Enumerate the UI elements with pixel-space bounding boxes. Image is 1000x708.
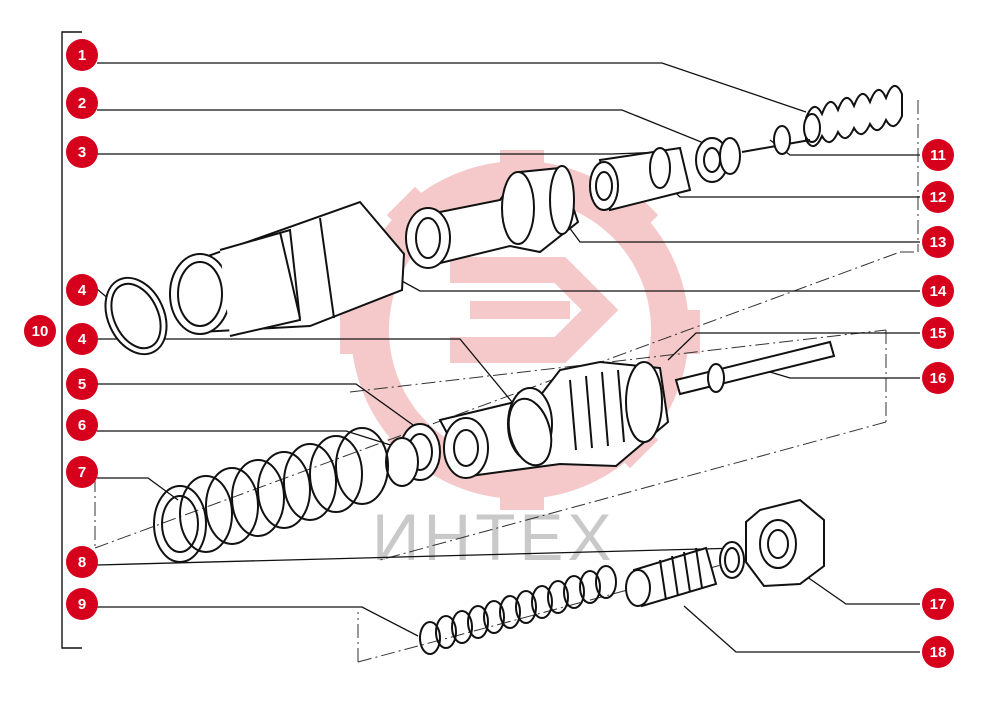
- svg-text:2: 2: [78, 95, 86, 112]
- svg-text:5: 5: [78, 376, 86, 393]
- svg-text:11: 11: [930, 147, 946, 164]
- callout-9: 9: [66, 588, 98, 620]
- watermark-text: ИНТЕХ: [372, 500, 615, 574]
- svg-text:18: 18: [930, 644, 947, 661]
- callout-4-lower: 4: [66, 323, 98, 355]
- svg-text:13: 13: [930, 234, 947, 251]
- callout-3: 3: [66, 136, 98, 168]
- svg-text:12: 12: [930, 189, 947, 206]
- callout-8: 8: [66, 546, 98, 578]
- part-o-ring-upper: [104, 276, 168, 356]
- callout-13: 13: [922, 226, 954, 258]
- svg-text:4: 4: [78, 331, 87, 348]
- part-small-spring: [803, 85, 903, 147]
- svg-text:4: 4: [78, 282, 87, 299]
- svg-text:16: 16: [930, 370, 947, 387]
- part-large-spring: [153, 427, 389, 563]
- svg-text:3: 3: [78, 144, 86, 161]
- callout-12: 12: [922, 181, 954, 213]
- callout-10: 10: [24, 315, 56, 347]
- part-washer-ring: [385, 423, 441, 487]
- callout-2: 2: [66, 87, 98, 119]
- svg-text:9: 9: [78, 596, 86, 613]
- svg-text:10: 10: [32, 323, 49, 340]
- svg-text:17: 17: [930, 596, 947, 613]
- part-piston: [589, 146, 692, 212]
- part-long-spring: [419, 565, 617, 655]
- svg-text:8: 8: [78, 554, 86, 571]
- parts-artwork: [104, 85, 903, 655]
- svg-text:7: 7: [78, 464, 86, 481]
- callout-markers: 1 2 3 4 4 5 6 7 8 9 10 11 12 13 14 15 16…: [24, 39, 954, 668]
- callout-6: 6: [66, 409, 98, 441]
- callout-7: 7: [66, 456, 98, 488]
- callout-4-upper: 4: [66, 274, 98, 306]
- callout-1: 1: [66, 39, 98, 71]
- part-o-ring-small: [719, 541, 745, 579]
- svg-text:6: 6: [78, 417, 86, 434]
- part-o-ring-lower: [507, 397, 553, 467]
- part-hex-nut: [745, 498, 825, 588]
- callout-17: 17: [922, 588, 954, 620]
- callout-16: 16: [922, 362, 954, 394]
- callout-18: 18: [922, 636, 954, 668]
- part-rod: [674, 340, 836, 396]
- callout-14: 14: [922, 275, 954, 307]
- part-needle-valve: [695, 125, 811, 183]
- svg-text:1: 1: [78, 47, 86, 64]
- callout-11: 11: [922, 139, 954, 171]
- group-bracket: [61, 31, 82, 649]
- svg-text:14: 14: [930, 283, 947, 300]
- part-housing: [169, 200, 406, 337]
- callout-15: 15: [922, 317, 954, 349]
- centerlines: [94, 100, 919, 663]
- part-sleeve: [405, 165, 580, 269]
- callout-5: 5: [66, 368, 98, 400]
- part-threaded-stud: [625, 546, 718, 608]
- svg-text:15: 15: [930, 325, 947, 342]
